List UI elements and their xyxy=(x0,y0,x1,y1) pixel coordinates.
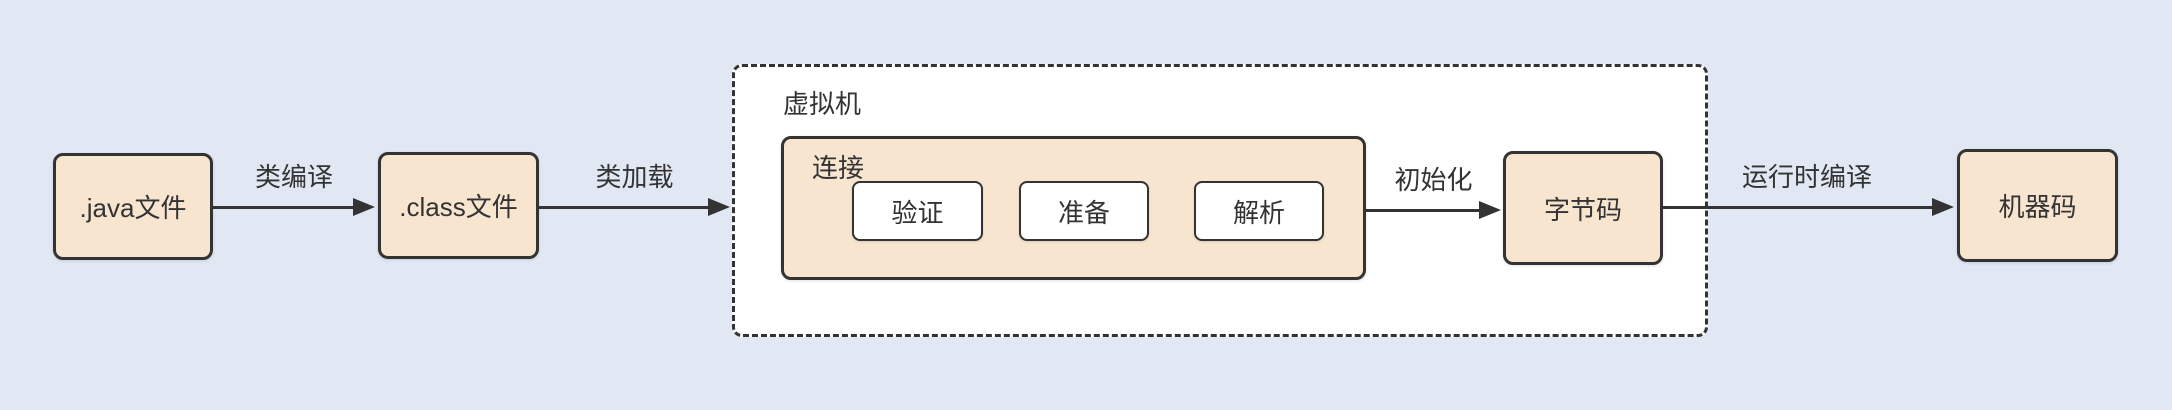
node-resolve: 解析 xyxy=(1194,181,1324,241)
node-verify-label: 验证 xyxy=(891,197,944,228)
arrowhead-right-icon xyxy=(708,198,730,216)
node-java-file-label: .java文件 xyxy=(79,193,187,223)
node-machine-code-label: 机器码 xyxy=(1998,192,2077,222)
node-prepare: 准备 xyxy=(1019,181,1149,241)
arrowhead-right-icon xyxy=(1932,198,1954,216)
edge-line xyxy=(1660,205,1938,209)
node-class-file: .class文件 xyxy=(378,152,539,259)
node-java-file: .java文件 xyxy=(53,153,213,260)
node-verify: 验证 xyxy=(852,181,983,241)
node-prepare-label: 准备 xyxy=(1057,197,1110,228)
edge-initialize-label: 初始化 xyxy=(1394,165,1473,195)
edge-runtime-compile-label: 运行时编译 xyxy=(1741,162,1872,192)
edge-line xyxy=(1366,208,1485,212)
edge-class-load-label: 类加载 xyxy=(595,162,674,192)
node-bytecode: 字节码 xyxy=(1503,151,1663,265)
group-link-label: 连接 xyxy=(812,153,865,183)
node-resolve-label: 解析 xyxy=(1232,197,1285,228)
edge-line xyxy=(213,205,359,209)
arrowhead-right-icon xyxy=(353,198,375,216)
node-class-file-label: .class文件 xyxy=(399,192,518,222)
arrowhead-right-icon xyxy=(1479,201,1501,219)
container-virtual-machine-label: 虚拟机 xyxy=(783,89,862,119)
edge-line xyxy=(539,205,714,209)
edge-class-compile-label: 类编译 xyxy=(254,162,333,192)
node-bytecode-label: 字节码 xyxy=(1543,194,1622,225)
node-machine-code: 机器码 xyxy=(1957,149,2118,262)
container-virtual-machine: 虚拟机 连接 验证 准备 解析 初始化 字节码 xyxy=(732,64,1708,337)
group-link: 连接 验证 准备 解析 xyxy=(781,136,1366,280)
